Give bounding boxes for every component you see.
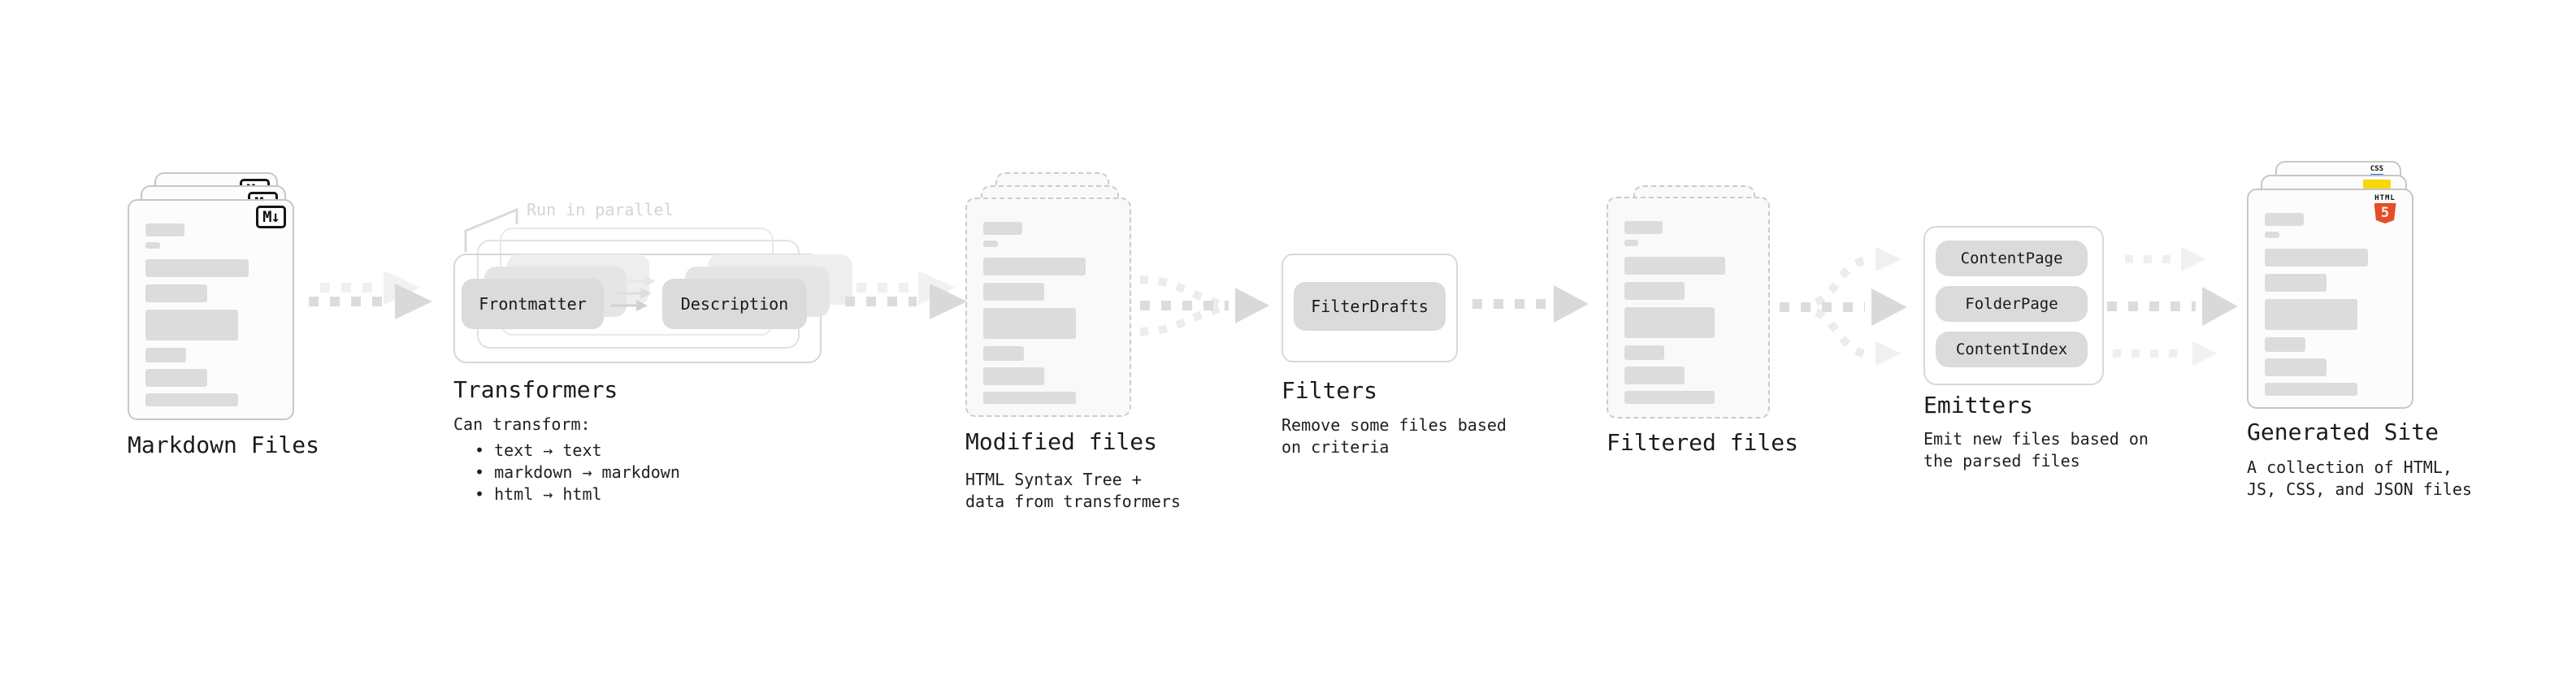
skeleton-bar <box>145 284 207 302</box>
skeleton-bar <box>983 392 1076 404</box>
document-page <box>1607 197 1770 419</box>
document-page <box>965 197 1131 417</box>
transformers-bullet-list: • text → text • markdown → markdown • ht… <box>475 440 680 504</box>
skeleton-bar <box>983 308 1076 339</box>
description-pill: Description <box>662 279 807 329</box>
skeleton-bar <box>983 283 1045 301</box>
skeleton-bar <box>2265 249 2369 267</box>
skeleton-bar <box>1624 367 1685 384</box>
contentindex-pill: ContentIndex <box>1936 332 2088 367</box>
generated-site-stack: CSS HTML 5 <box>2247 161 2413 409</box>
skeleton-bar <box>1624 345 1664 360</box>
skeleton-bar <box>2265 337 2305 352</box>
skeleton-bar <box>1624 307 1715 338</box>
skeleton-bar <box>1624 240 1639 246</box>
stage-title-markdown-files: Markdown Files <box>128 432 320 458</box>
arrow-filters-to-filtered <box>1472 285 1589 323</box>
skeleton-bar <box>1624 282 1685 300</box>
skeleton-bar <box>145 310 239 340</box>
arrow-emitters-to-generated-bottom <box>2113 341 2218 366</box>
skeleton-bar <box>1624 221 1663 234</box>
skeleton-bar <box>145 223 185 236</box>
skeleton-bar <box>983 241 998 247</box>
html5-label: HTML <box>2374 194 2396 202</box>
run-in-parallel-annotation: Run in parallel <box>527 200 674 219</box>
stage-title-filters: Filters <box>1281 377 1378 404</box>
emitters-card: ContentPage FolderPage ContentIndex <box>1923 226 2104 385</box>
stage-title-filtered-files: Filtered files <box>1607 429 1799 456</box>
filters-card: FilterDrafts <box>1281 254 1458 362</box>
skeleton-bar <box>145 348 186 362</box>
filterdrafts-pill: FilterDrafts <box>1294 282 1446 331</box>
arrow-emitters-to-generated-middle <box>2107 287 2238 326</box>
html5-shield: 5 <box>2374 203 2396 223</box>
skeleton-bar <box>2265 274 2327 292</box>
skeleton-bar <box>983 258 1086 275</box>
skeleton-bar <box>983 367 1045 385</box>
document-page: HTML 5 <box>2247 189 2413 409</box>
skeleton-bar <box>2265 299 2358 330</box>
markdown-files-stack: M↓ M↓ M↓ <box>128 172 294 420</box>
skeleton-bar <box>2265 232 2279 238</box>
markdown-icon: M↓ <box>256 206 286 228</box>
skeleton-bar <box>2265 358 2327 376</box>
folderpage-pill: FolderPage <box>1936 286 2088 322</box>
modified-files-stack <box>965 172 1131 417</box>
filtered-files-stack <box>1607 185 1770 419</box>
stage-title-transformers: Transformers <box>453 376 618 403</box>
skeleton-bar <box>145 369 207 387</box>
filters-description: Remove some files based on criteria <box>1281 415 1507 457</box>
arrow-emitters-to-generated-top <box>2125 247 2206 271</box>
stage-title-generated-site: Generated Site <box>2247 419 2439 445</box>
skeleton-bar <box>983 346 1024 361</box>
document-page: M↓ <box>128 199 294 420</box>
js-icon <box>2363 180 2391 191</box>
modified-files-description: HTML Syntax Tree + data from transformer… <box>965 470 1181 511</box>
arrow-markdown-to-transformers <box>309 271 432 319</box>
document-skeleton <box>145 223 276 407</box>
skeleton-bar <box>983 222 1022 235</box>
skeleton-bar <box>2265 213 2305 226</box>
emitters-description: Emit new files based on the parsed files <box>1923 429 2149 471</box>
frontmatter-pill: Frontmatter <box>462 279 604 329</box>
document-skeleton <box>983 222 1113 404</box>
stage-title-modified-files: Modified files <box>965 428 1158 455</box>
skeleton-bar <box>1624 391 1715 404</box>
stage-title-emitters: Emitters <box>1923 392 2033 419</box>
document-skeleton <box>2265 213 2396 396</box>
html5-icon: HTML 5 <box>2369 194 2401 223</box>
skeleton-bar <box>145 393 239 406</box>
transformers-description: Can transform: <box>453 414 591 434</box>
generated-site-description: A collection of HTML, JS, CSS, and JSON … <box>2247 458 2472 499</box>
document-skeleton <box>1624 221 1752 406</box>
skeleton-bar <box>1624 257 1726 275</box>
skeleton-bar <box>145 259 249 277</box>
skeleton-bar <box>145 242 160 249</box>
arrow-modified-to-filters <box>1139 275 1269 336</box>
arrow-filtered-to-emitters <box>1780 247 1907 366</box>
skeleton-bar <box>2265 383 2358 396</box>
arrow-transformers-to-modified <box>845 271 967 319</box>
contentpage-pill: ContentPage <box>1936 241 2088 276</box>
